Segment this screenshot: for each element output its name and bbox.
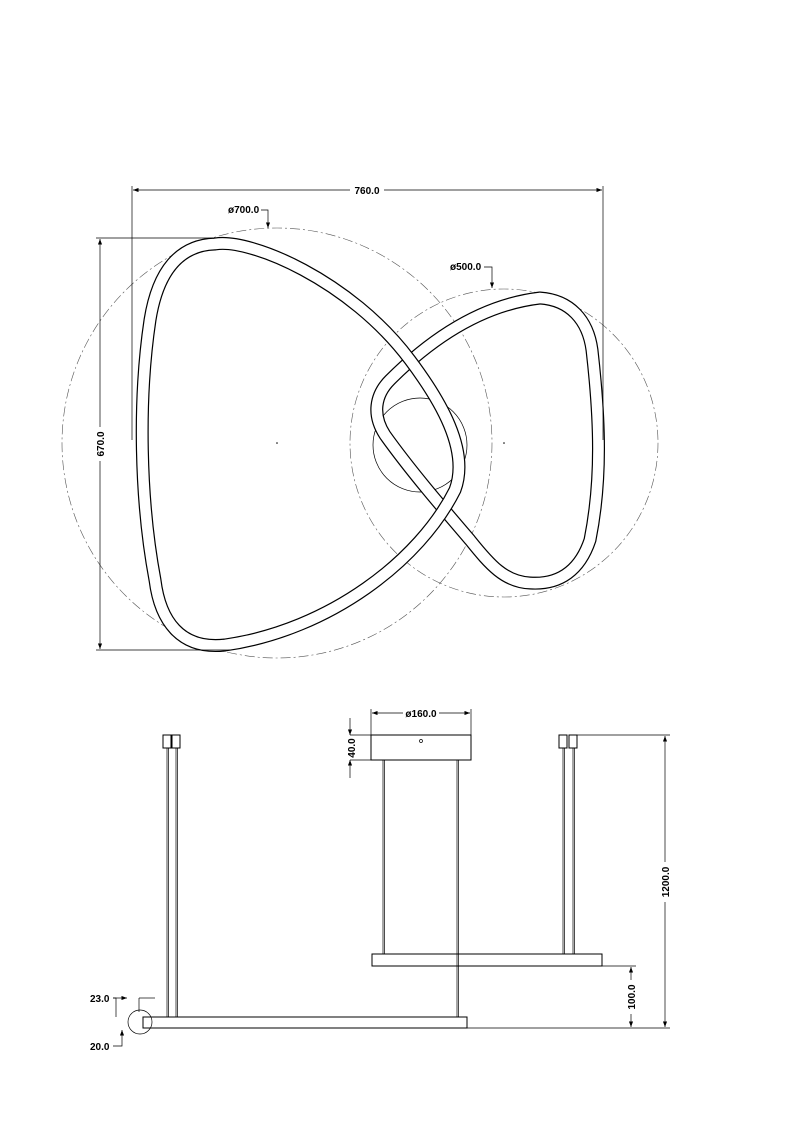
width-dimension-label: 760.0 [354, 186, 379, 197]
small-ring-reference-circle [349, 288, 659, 598]
large-ring [135, 236, 466, 653]
large-ring-reference-circle [61, 227, 493, 659]
top-view: 760.0 670.0 ø700.0 ø500.0 [61, 183, 659, 659]
lower-ring-profile [142, 1016, 468, 1029]
total-height-label: 1200.0 [661, 866, 672, 897]
canopy [370, 734, 472, 761]
height-dimension-label: 670.0 [96, 431, 107, 456]
canopy-height-label: 40.0 [347, 738, 358, 758]
canopy-diameter-label: ø160.0 [405, 709, 437, 720]
small-ring [370, 291, 605, 590]
detail-circle [127, 1009, 153, 1035]
ring-offset-label: 100.0 [627, 984, 638, 1009]
upper-ring-profile [371, 953, 603, 967]
large-ring-diameter-label: ø700.0 [228, 205, 260, 216]
ring-thickness-label: 20.0 [90, 1042, 110, 1053]
ring-width-label: 23.0 [90, 994, 110, 1005]
side-view: ø160.0 40.0 1200.0 100.0 23.0 20.0 [90, 707, 672, 1053]
small-ring-diameter-label: ø500.0 [450, 262, 482, 273]
canopy-top-outline [372, 397, 468, 493]
